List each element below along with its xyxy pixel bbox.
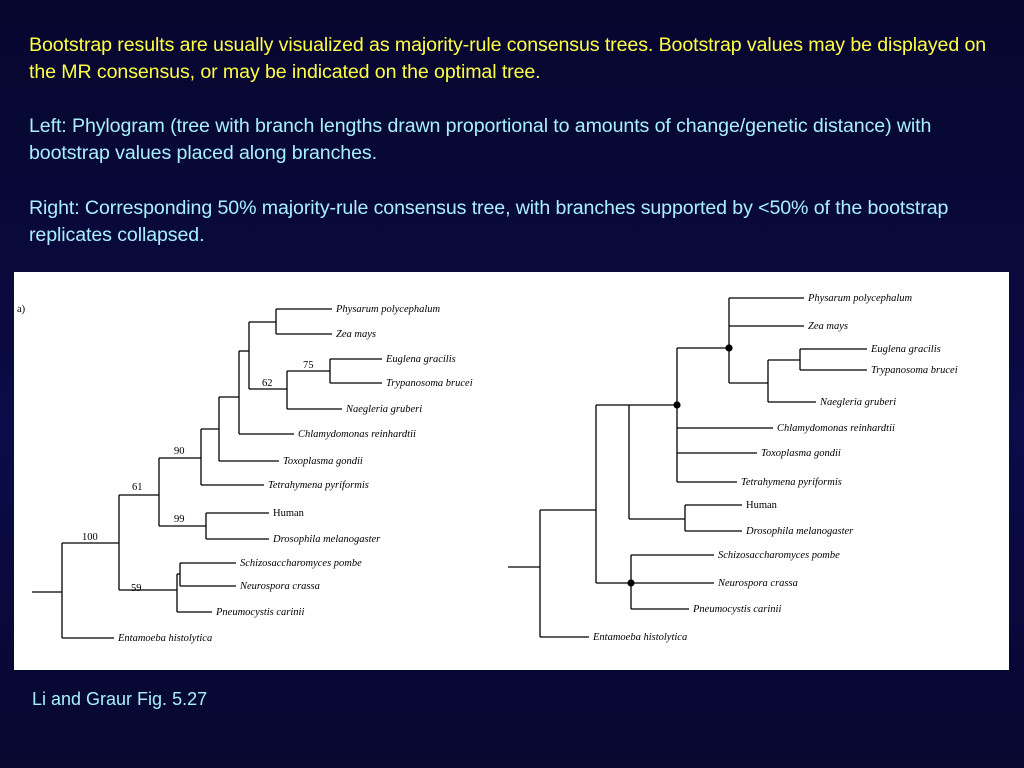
- bootstrap-value: 61: [132, 482, 143, 493]
- taxon-label: Naegleria gruberi: [819, 397, 896, 408]
- bootstrap-value: 100: [82, 532, 98, 543]
- collapsed-node-marker: [627, 579, 635, 587]
- consensus-tree: Physarum polycephalum Zea mays Euglena g…: [508, 293, 958, 643]
- taxon-label: Drosophila melanogaster: [272, 534, 381, 545]
- taxon-label: Tetrahymena pyriformis: [268, 480, 369, 491]
- taxon-label: Entamoeba histolytica: [117, 633, 212, 644]
- taxon-label: Toxoplasma gondii: [283, 456, 363, 467]
- collapsed-node-marker: [673, 401, 681, 409]
- taxon-label: Neurospora crassa: [717, 578, 798, 589]
- taxon-label: Zea mays: [336, 329, 376, 340]
- bootstrap-value: 99: [174, 514, 185, 525]
- taxon-label: Zea mays: [808, 321, 848, 332]
- taxon-label: Pneumocystis carinii: [692, 604, 781, 615]
- phylogram-tree: 75 62 90 61 99 59 100 Physarum polycepha…: [32, 304, 473, 644]
- taxon-label: Drosophila melanogaster: [745, 526, 854, 537]
- bootstrap-value: 59: [131, 583, 142, 594]
- taxon-label: Entamoeba histolytica: [592, 632, 687, 643]
- taxon-label: Chlamydomonas reinhardtii: [298, 429, 416, 440]
- bootstrap-value: 90: [174, 446, 185, 457]
- taxon-label: Euglena gracilis: [385, 354, 456, 365]
- taxon-label: Physarum polycephalum: [335, 304, 441, 315]
- figure-caption: Li and Graur Fig. 5.27: [32, 689, 208, 709]
- taxon-label: Chlamydomonas reinhardtii: [777, 423, 895, 434]
- taxon-label: Pneumocystis carinii: [215, 607, 304, 618]
- bootstrap-value: 75: [303, 360, 314, 371]
- taxon-label: Human: [746, 500, 778, 511]
- taxon-label: Euglena gracilis: [870, 344, 941, 355]
- tree-figure-svg: a): [17, 293, 958, 644]
- taxon-label: Human: [273, 508, 305, 519]
- taxon-label: Schizosaccharomyces pombe: [718, 550, 840, 561]
- tree-figure: a): [14, 272, 1009, 670]
- right-description-paragraph: Right: Corresponding 50% majority-rule c…: [29, 197, 949, 246]
- left-description-paragraph: Left: Phylogram (tree with branch length…: [29, 115, 932, 164]
- taxon-label: Schizosaccharomyces pombe: [240, 558, 362, 569]
- collapsed-node-marker: [725, 344, 733, 352]
- taxon-label: Tetrahymena pyriformis: [741, 477, 842, 488]
- taxon-label: Physarum polycephalum: [807, 293, 913, 304]
- intro-paragraph: Bootstrap results are usually visualized…: [29, 34, 987, 83]
- taxon-label: Trypanosoma brucei: [871, 365, 958, 376]
- taxon-label: Naegleria gruberi: [345, 404, 422, 415]
- bootstrap-value: 62: [262, 378, 273, 389]
- panel-label: a): [17, 304, 26, 315]
- taxon-label: Trypanosoma brucei: [386, 378, 473, 389]
- taxon-label: Neurospora crassa: [239, 581, 320, 592]
- taxon-label: Toxoplasma gondii: [761, 448, 841, 459]
